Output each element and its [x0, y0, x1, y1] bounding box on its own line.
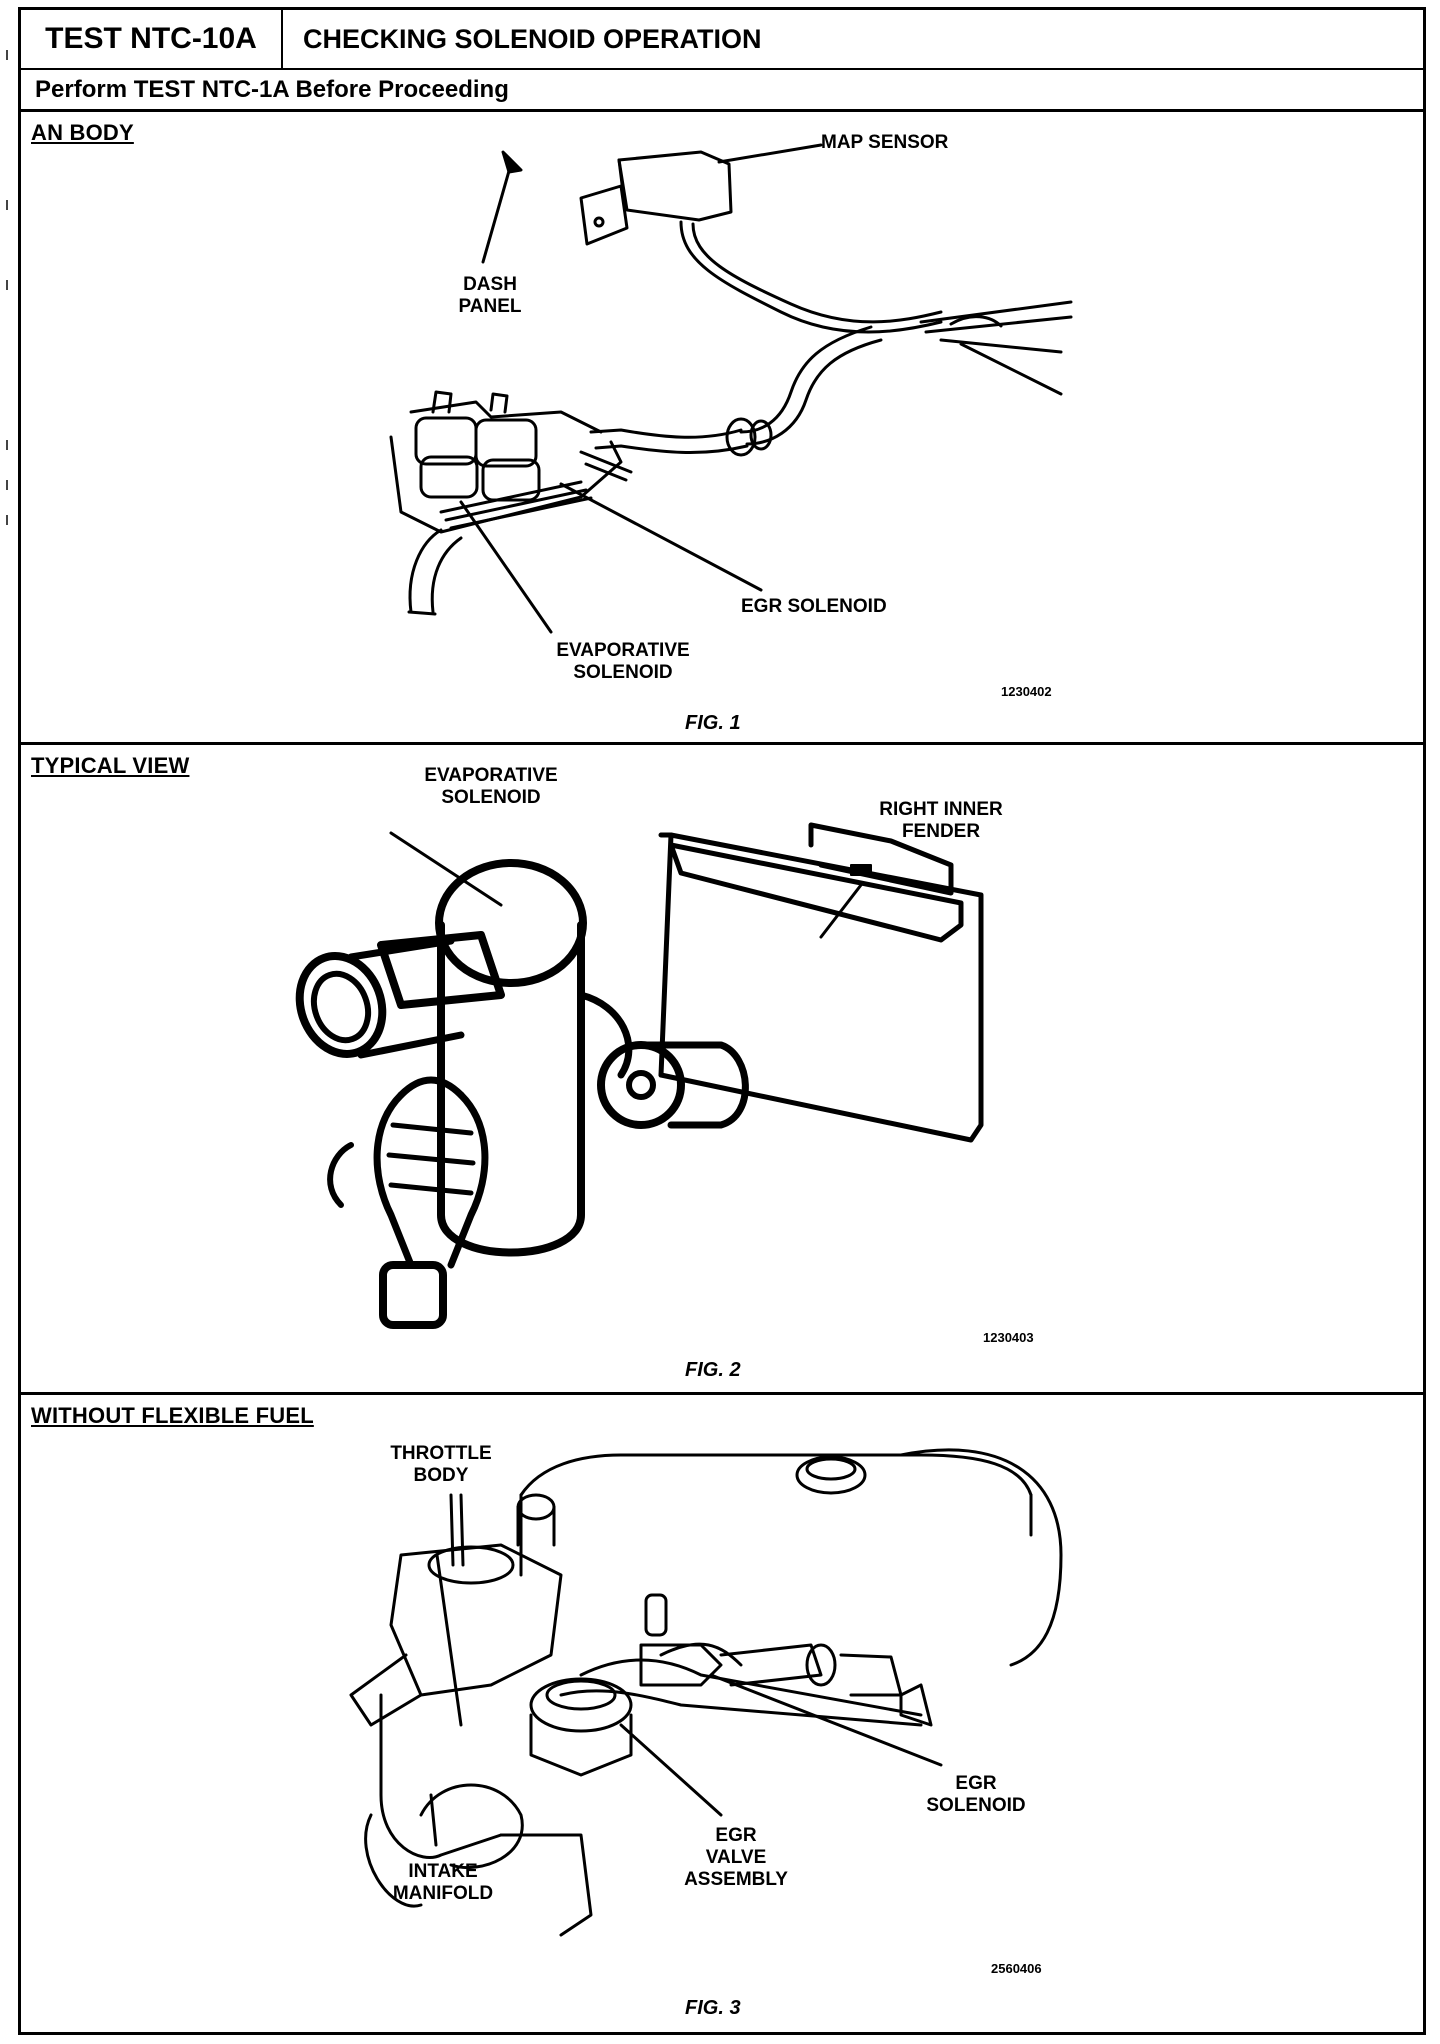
- label-dash-panel-line1: DASH: [463, 274, 517, 295]
- label-evap-solenoid-line2: SOLENOID: [573, 662, 673, 683]
- without-flexible-fuel-illustration: [349, 1448, 1063, 1937]
- document-frame: TEST NTC-10A CHECKING SOLENOID OPERATION…: [18, 7, 1426, 2035]
- margin-mark: [6, 440, 8, 450]
- margin-mark: [6, 200, 8, 210]
- figure-caption: FIG. 1: [685, 712, 741, 734]
- panel-title: WITHOUT FLEXIBLE FUEL: [31, 1403, 314, 1428]
- label-intake-manifold-line1: INTAKE: [408, 1861, 478, 1882]
- margin-mark: [6, 50, 8, 60]
- prerequisite-note: Perform TEST NTC-1A Before Proceeding: [21, 70, 1423, 112]
- panel-an-body: AN BODY: [21, 112, 1423, 745]
- panel-without-flexible-fuel: WITHOUT FLEXIBLE FUEL: [21, 1395, 1423, 2032]
- label-egr-solenoid: EGR SOLENOID: [741, 596, 887, 617]
- label-dash-panel-line2: PANEL: [458, 296, 522, 317]
- test-id: TEST NTC-10A: [21, 10, 283, 68]
- margin-mark: [6, 480, 8, 490]
- label-egr-valve-line1: EGR: [715, 1825, 757, 1846]
- figure-caption: FIG. 2: [685, 1359, 741, 1381]
- label-throttle-body-line1: THROTTLE: [390, 1443, 492, 1464]
- label-evap-solenoid-line1: EVAPORATIVE: [556, 640, 690, 661]
- figure-code: 1230402: [1001, 684, 1052, 699]
- label-right-inner-fender-line2: FENDER: [901, 821, 981, 842]
- label-intake-manifold-line2: MANIFOLD: [392, 1883, 494, 1904]
- panel-title: AN BODY: [31, 120, 134, 145]
- label-egr-valve-line2: VALVE: [705, 1847, 767, 1868]
- label-egr-valve-line3: ASSEMBLY: [684, 1869, 788, 1890]
- typical-view-illustration: [295, 822, 984, 1329]
- label-right-inner-fender-line1: RIGHT INNER: [879, 799, 1003, 820]
- margin-mark: [6, 280, 8, 290]
- label-throttle-body-line2: BODY: [413, 1465, 469, 1486]
- test-title: CHECKING SOLENOID OPERATION: [303, 24, 762, 54]
- label-egr-solenoid-line1: EGR: [955, 1773, 997, 1794]
- label-map-sensor: MAP SENSOR: [821, 132, 949, 153]
- label-egr-solenoid-line2: SOLENOID: [926, 1795, 1026, 1816]
- an-body-illustration: [389, 143, 1073, 634]
- figure-code: 2560406: [991, 1961, 1042, 1976]
- label-evap-solenoid-line2: SOLENOID: [441, 787, 541, 808]
- figure-caption: FIG. 3: [685, 1997, 741, 2019]
- panel-typical-view: TYPICAL VIEW: [21, 745, 1423, 1395]
- label-evap-solenoid-line1: EVAPORATIVE: [424, 765, 558, 786]
- header-bar: TEST NTC-10A CHECKING SOLENOID OPERATION: [21, 10, 1423, 70]
- panel-title: TYPICAL VIEW: [31, 753, 190, 778]
- figure-code: 1230403: [983, 1330, 1034, 1345]
- margin-mark: [6, 515, 8, 525]
